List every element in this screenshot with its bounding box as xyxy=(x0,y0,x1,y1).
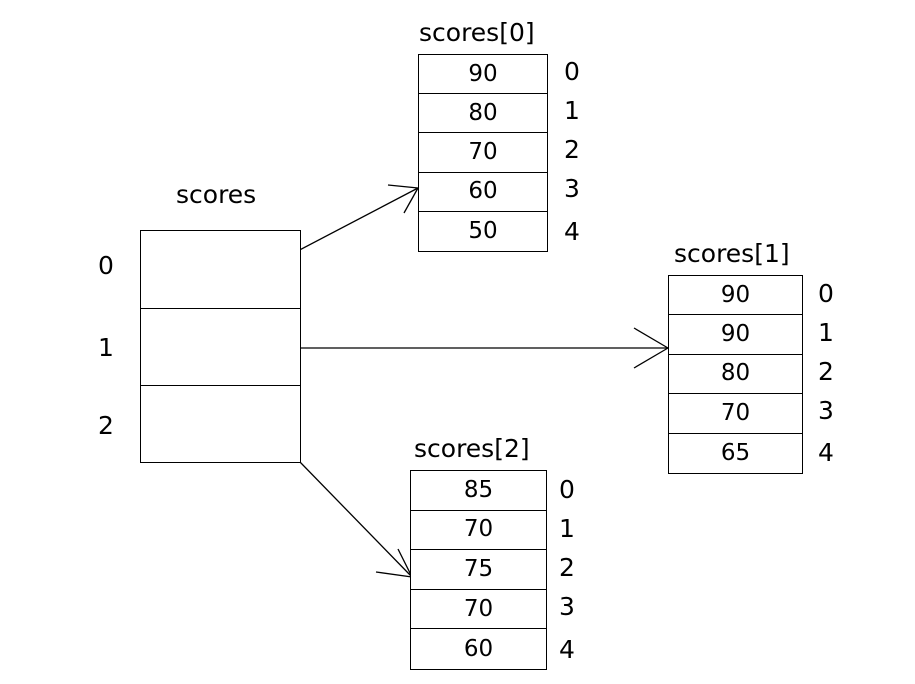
scores1-index-1: 1 xyxy=(818,318,834,347)
pointer-cell-1[interactable] xyxy=(141,309,300,387)
scores0-index-4: 4 xyxy=(564,217,580,246)
scores0-cell-4[interactable]: 50 xyxy=(468,217,498,244)
scores1-cell-3[interactable]: 70 xyxy=(669,394,802,434)
scores0-cell-0[interactable]: 90 xyxy=(419,55,547,95)
scores-array-caption: scores xyxy=(176,180,257,209)
scores1-cell-1[interactable]: 90 xyxy=(669,315,802,355)
pointer-cell-2[interactable] xyxy=(141,386,300,464)
scores1-cell-0[interactable]: 90 xyxy=(669,276,802,316)
pointer-1-to-scores1-arrow xyxy=(250,327,669,369)
scores1-index-3: 3 xyxy=(818,396,834,425)
scores1-index-2: 2 xyxy=(818,357,834,386)
scores2-cell-2[interactable]: 75 xyxy=(411,550,546,590)
scores2-cell-3[interactable]: 70 xyxy=(411,590,546,630)
scores-pointer-array[interactable] xyxy=(140,230,301,463)
scores2-index-1: 1 xyxy=(559,514,575,543)
scores0-index-3: 3 xyxy=(564,174,580,203)
scores0-cell-2[interactable]: 70 xyxy=(419,133,547,173)
scores1-index-4: 4 xyxy=(818,438,834,467)
scores2-cell-1[interactable]: 70 xyxy=(411,511,546,551)
scores2-index-4: 4 xyxy=(559,635,575,664)
scores0-cell-3[interactable]: 60 xyxy=(419,173,547,212)
scores0-caption: scores[0] xyxy=(419,18,535,47)
scores2-caption: scores[2] xyxy=(414,434,530,463)
scores2-cell-4[interactable]: 60 xyxy=(463,635,494,662)
scores1-cell-2[interactable]: 80 xyxy=(669,355,802,395)
scores1-index-0: 0 xyxy=(818,279,834,308)
scores-row-label-0: 0 xyxy=(98,251,114,280)
scores0-index-0: 0 xyxy=(564,57,580,86)
pointer-cell-0[interactable] xyxy=(141,231,300,309)
scores0-cell-1[interactable]: 80 xyxy=(419,94,547,134)
scores-row-label-2: 2 xyxy=(98,411,114,440)
scores2-index-2: 2 xyxy=(559,553,575,582)
scores2-index-0: 0 xyxy=(559,475,575,504)
scores2-index-3: 3 xyxy=(559,592,575,621)
scores0-array[interactable]: 90 80 70 60 50 xyxy=(418,54,548,252)
scores0-index-1: 1 xyxy=(564,96,580,125)
scores1-caption: scores[1] xyxy=(674,239,790,268)
scores2-array[interactable]: 85 70 75 70 60 xyxy=(410,470,547,670)
scores1-cell-4[interactable]: 65 xyxy=(720,439,751,466)
scores0-index-2: 2 xyxy=(564,135,580,164)
scores2-cell-0[interactable]: 85 xyxy=(411,471,546,511)
scores1-array[interactable]: 90 90 80 70 65 xyxy=(668,275,803,474)
scores-row-label-1: 1 xyxy=(98,333,114,362)
